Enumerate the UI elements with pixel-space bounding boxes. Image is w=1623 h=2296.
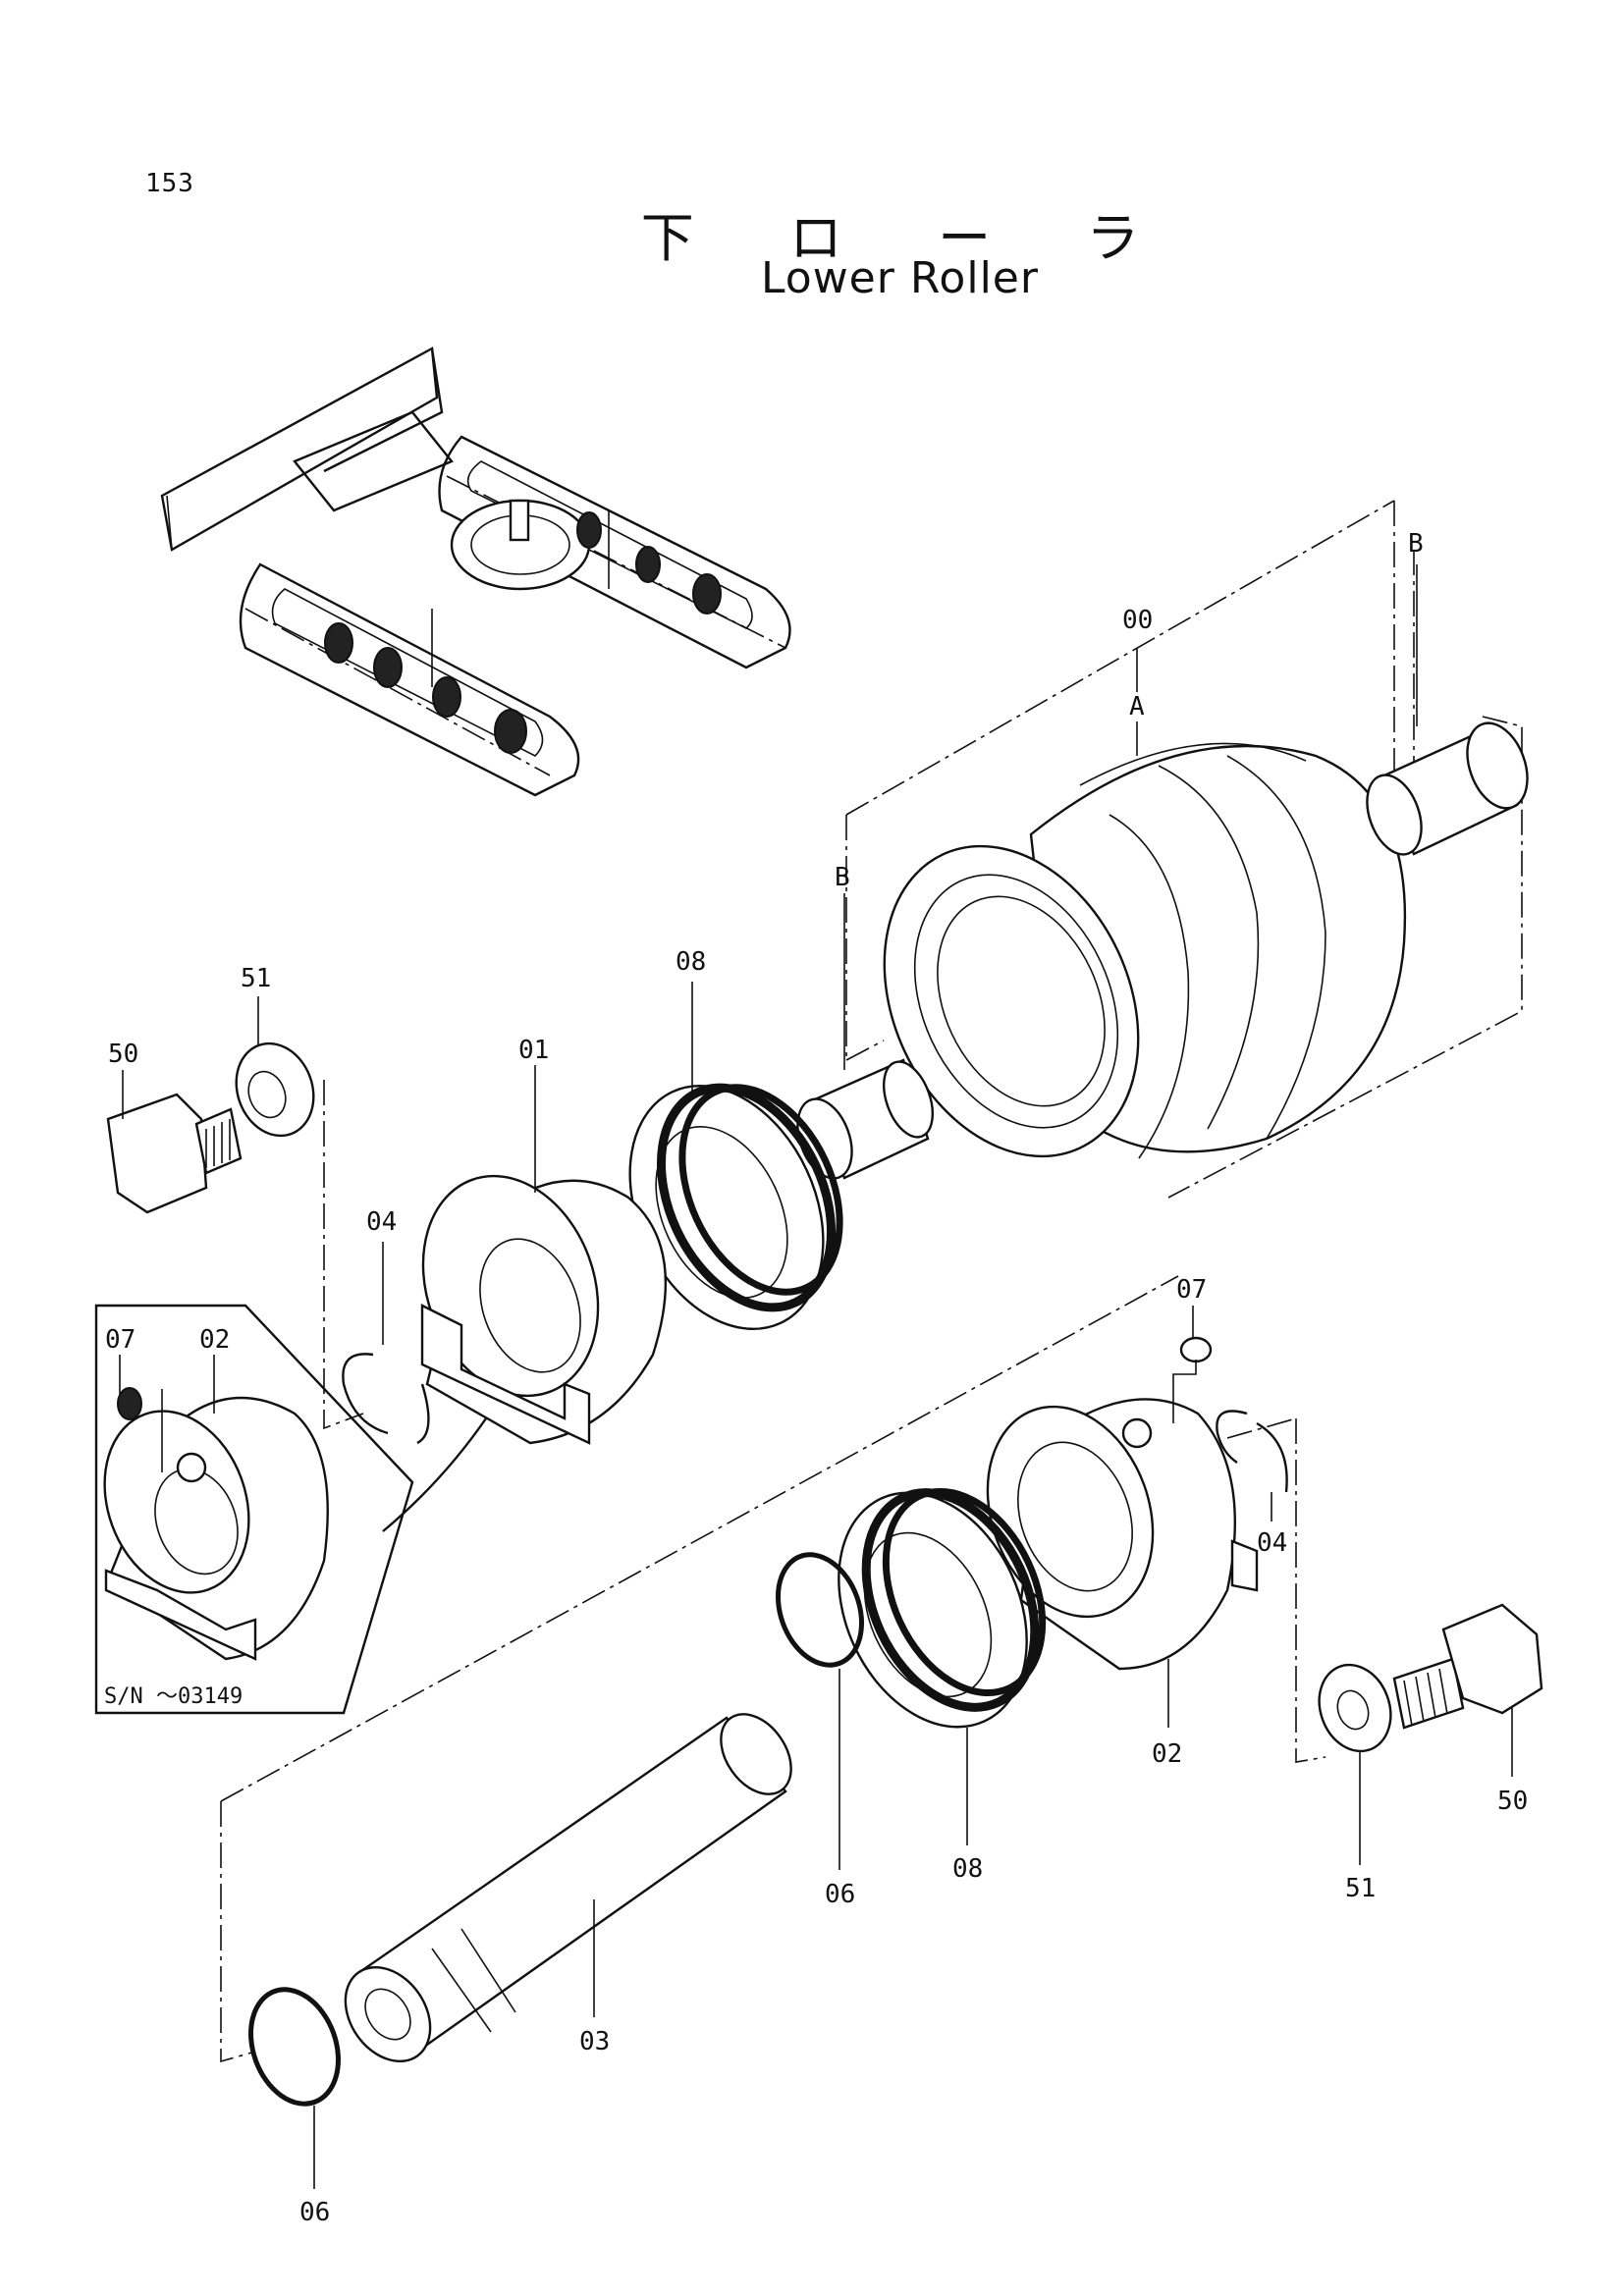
snap-ring-left <box>342 1353 430 1445</box>
callout-B-left: B <box>835 863 850 892</box>
o-ring-mid <box>775 1552 865 1668</box>
callout-02-right: 02 <box>1152 1739 1182 1769</box>
inset-collar-02 <box>103 1387 329 1661</box>
callout-03: 03 <box>579 2027 610 2056</box>
callout-04-right: 04 <box>1257 1528 1287 1558</box>
callout-A: A <box>1129 692 1145 721</box>
callout-08-bottom: 08 <box>952 1854 983 1884</box>
callout-51-right: 51 <box>1345 1874 1376 1903</box>
page-title-english: Lower Roller <box>761 253 1039 303</box>
washer-left <box>235 1041 315 1138</box>
roller-body <box>883 742 1407 1159</box>
undercarriage-overview <box>160 347 791 797</box>
callout-00: 00 <box>1122 606 1153 635</box>
bolt-right <box>1392 1603 1543 1730</box>
page-number: 153 <box>145 169 194 198</box>
washer-right <box>1318 1663 1392 1753</box>
callout-B-right: B <box>1408 529 1424 559</box>
callout-01: 01 <box>518 1036 549 1065</box>
o-ring-bottom <box>248 1987 341 2107</box>
bushing-left <box>796 1058 934 1180</box>
bushing-right <box>1366 721 1529 856</box>
callout-51-left: 51 <box>241 964 271 993</box>
serial-number-note: S/N ～03149 <box>104 1684 243 1709</box>
bolt-left <box>106 1093 243 1214</box>
callout-07-right: 07 <box>1176 1275 1207 1305</box>
collar-01 <box>382 1174 668 1532</box>
callout-02-inset: 02 <box>199 1325 230 1355</box>
callout-07-inset: 07 <box>105 1325 135 1355</box>
callout-06-mid: 06 <box>825 1880 855 1909</box>
inset-frame <box>94 1304 414 1715</box>
callout-50-left: 50 <box>108 1040 138 1069</box>
callout-labels: 00 A B B 08 01 51 50 04 07 02 07 04 02 5… <box>104 529 1528 2227</box>
callout-50-right: 50 <box>1497 1787 1528 1816</box>
leader-lines <box>119 564 1513 2189</box>
callout-04-left: 04 <box>366 1207 397 1237</box>
callout-08-top: 08 <box>676 947 706 977</box>
shaft-03 <box>344 1713 792 2063</box>
snap-ring-right <box>1216 1410 1288 1493</box>
page-title-japanese: 下 ロ ー ラ <box>640 207 1179 269</box>
callout-06-bottom: 06 <box>299 2198 330 2227</box>
reference-lines <box>220 500 1523 2063</box>
collar-02-right <box>986 1336 1259 1671</box>
